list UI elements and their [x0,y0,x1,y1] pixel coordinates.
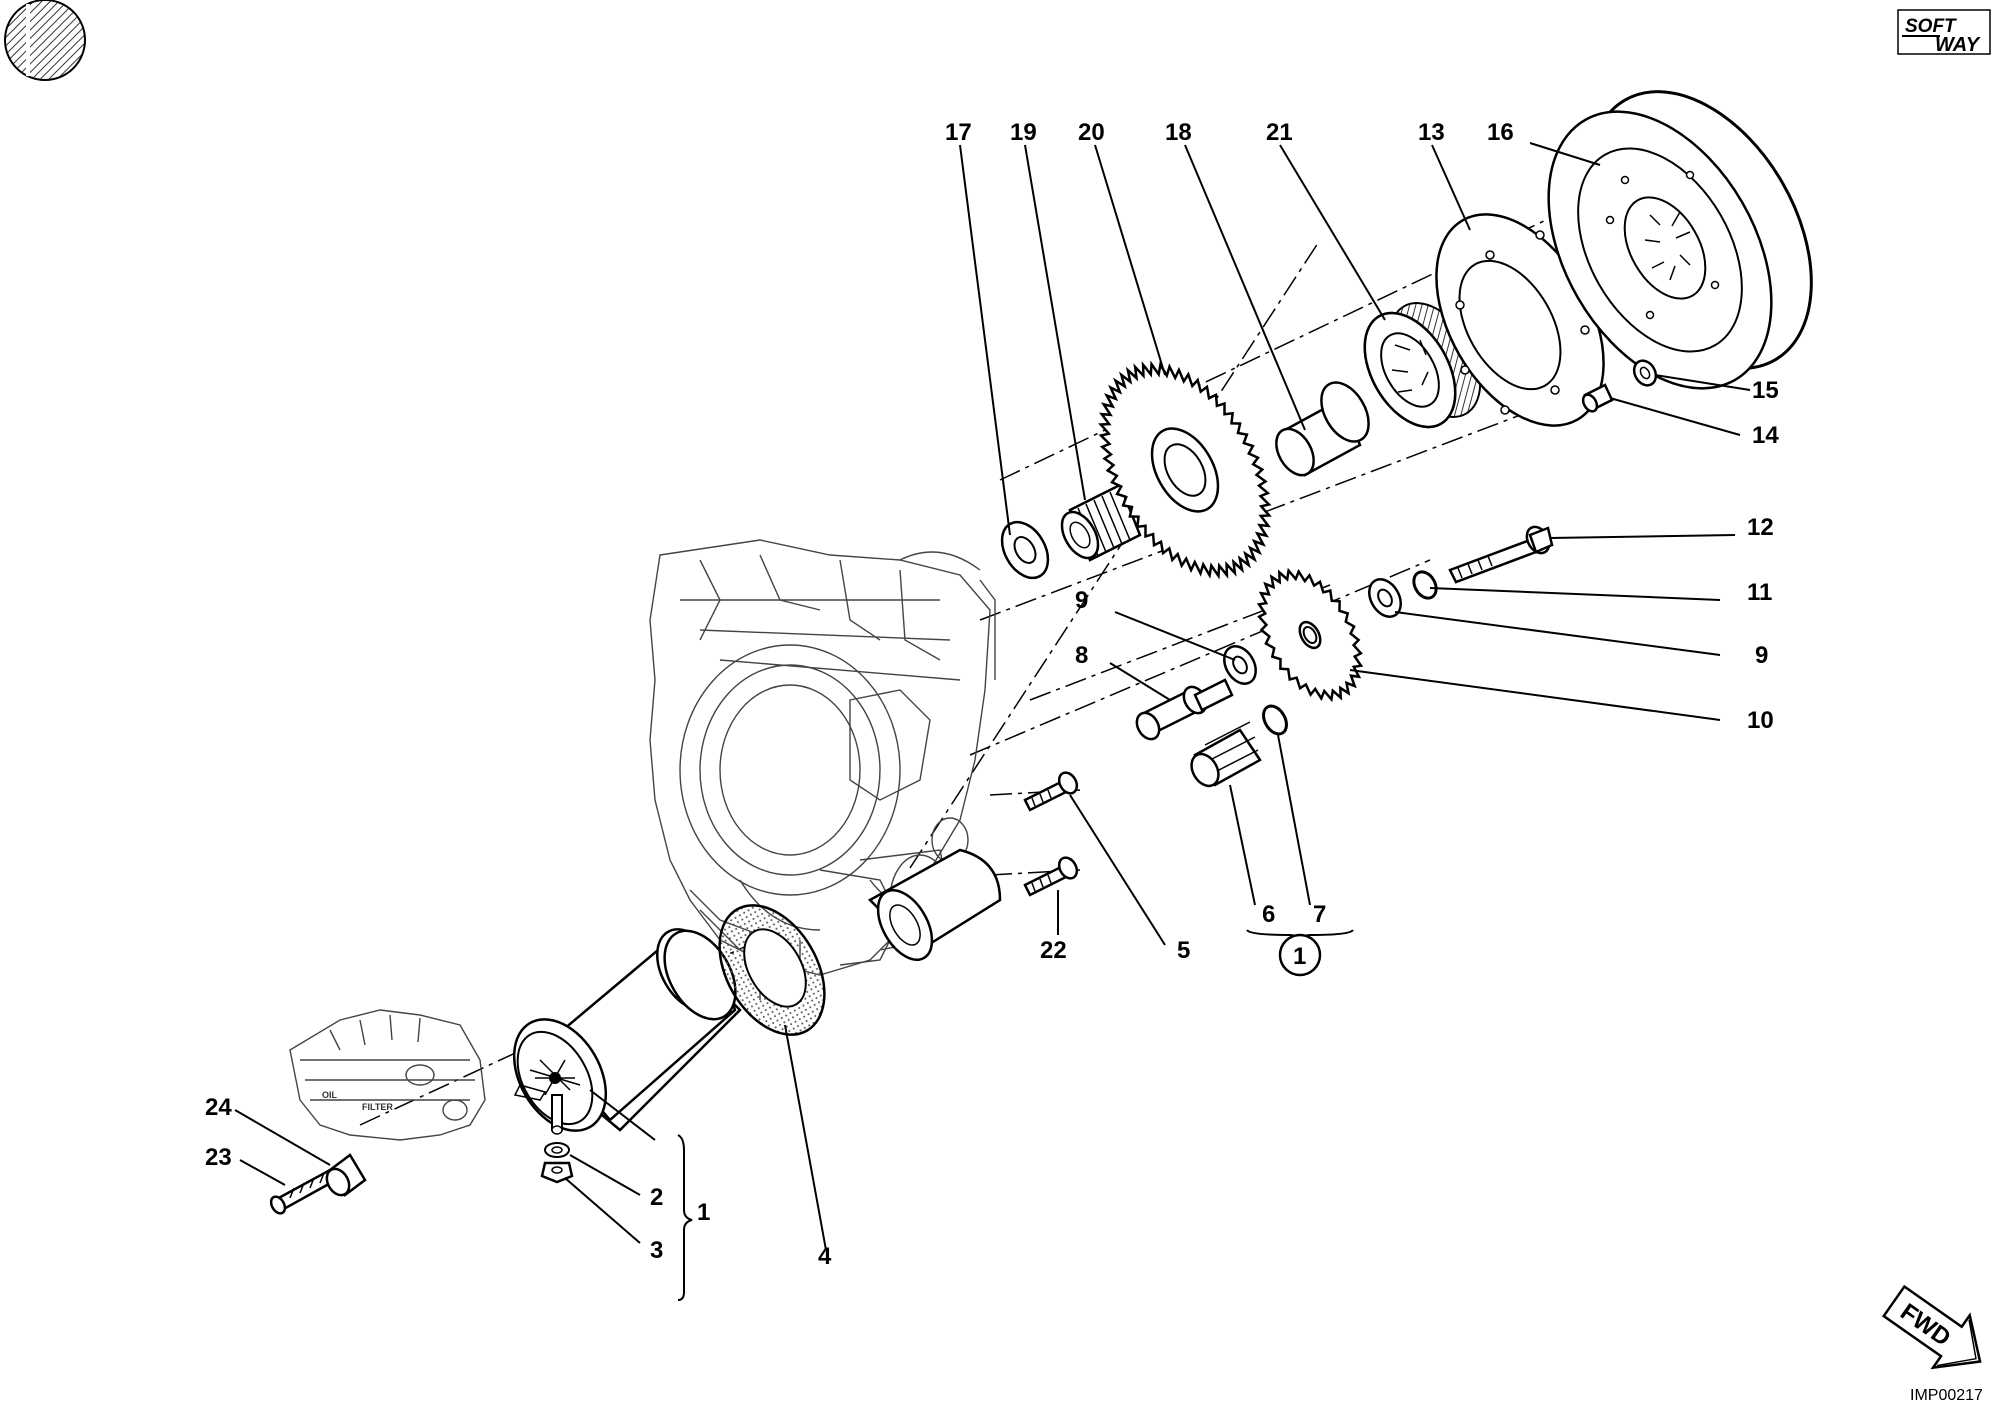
label-11: 11 [1747,579,1772,606]
nut-3 [540,1161,574,1184]
leader-lines [234,142,1751,1251]
screw-5 [1023,771,1079,812]
label-5: 5 [1177,937,1190,964]
label-18: 18 [1165,119,1192,146]
label-22: 22 [1040,937,1067,964]
circlip-11 [1412,570,1438,600]
washer-9-left [1223,645,1257,685]
label-16: 16 [1487,119,1514,146]
label-20: 20 [1078,119,1105,146]
svg-text:SOFT: SOFT [1905,16,1957,37]
starter-motor [512,928,742,1135]
label-21: 21 [1266,119,1293,146]
corner-circle-mark [4,0,86,81]
label-14: 14 [1752,422,1779,449]
label-10: 10 [1747,707,1774,734]
svg-text:WAY: WAY [1935,34,1981,56]
shaft-8 [1135,678,1234,741]
pinion-6 [1190,721,1262,788]
forward-arrow-icon: FWD [1881,1284,1982,1370]
label-6: 6 [1262,901,1275,928]
part-labels: 17 19 20 18 21 13 16 15 14 12 11 9 10 9 … [205,119,1779,1270]
thrust-washer-17 [1000,520,1050,580]
label-24: 24 [205,1094,232,1121]
bolt-12 [1448,525,1554,584]
label-kit-circle: 1 [1293,943,1306,970]
label-2: 2 [650,1184,663,1211]
circlip-7 [1262,704,1288,736]
label-9-left: 9 [1075,587,1088,614]
drawing-code: IMP00217 [1910,1387,1983,1404]
brand-logo: SOFT WAY [1897,9,1991,56]
starter-seal-ring [718,904,826,1036]
intermediate-gear-10 [1256,567,1364,703]
label-12: 12 [1747,514,1774,541]
label-19: 19 [1010,119,1037,146]
spacer-24 [325,1153,367,1197]
kit-1-bracket [677,1134,693,1301]
dowel-14 [1581,383,1614,413]
washer-2 [544,1142,570,1158]
label-3: 3 [650,1237,663,1264]
kit-6-7-bracket [1246,929,1354,977]
screw-22 [1023,856,1079,897]
svg-text:FILTER: FILTER [362,1102,393,1112]
label-13: 13 [1418,119,1445,146]
label-8: 8 [1075,642,1088,669]
starter-mount-boss [867,848,1002,961]
label-4: 4 [818,1243,832,1270]
starter-gear-20 [1098,360,1272,580]
svg-text:OIL: OIL [322,1090,338,1100]
label-17: 17 [945,119,972,146]
flywheel-16 [1547,90,1813,390]
label-1: 1 [697,1199,710,1226]
label-9-right: 9 [1755,642,1768,669]
starter-end-cap [516,1030,594,1126]
label-15: 15 [1752,377,1779,404]
bushing-18 [1275,381,1370,477]
oil-filter-housing: OIL FILTER [289,1009,486,1141]
washer-9-right [1368,578,1402,618]
bush-15 [1632,359,1658,387]
label-7: 7 [1313,901,1326,928]
label-23: 23 [205,1144,232,1171]
